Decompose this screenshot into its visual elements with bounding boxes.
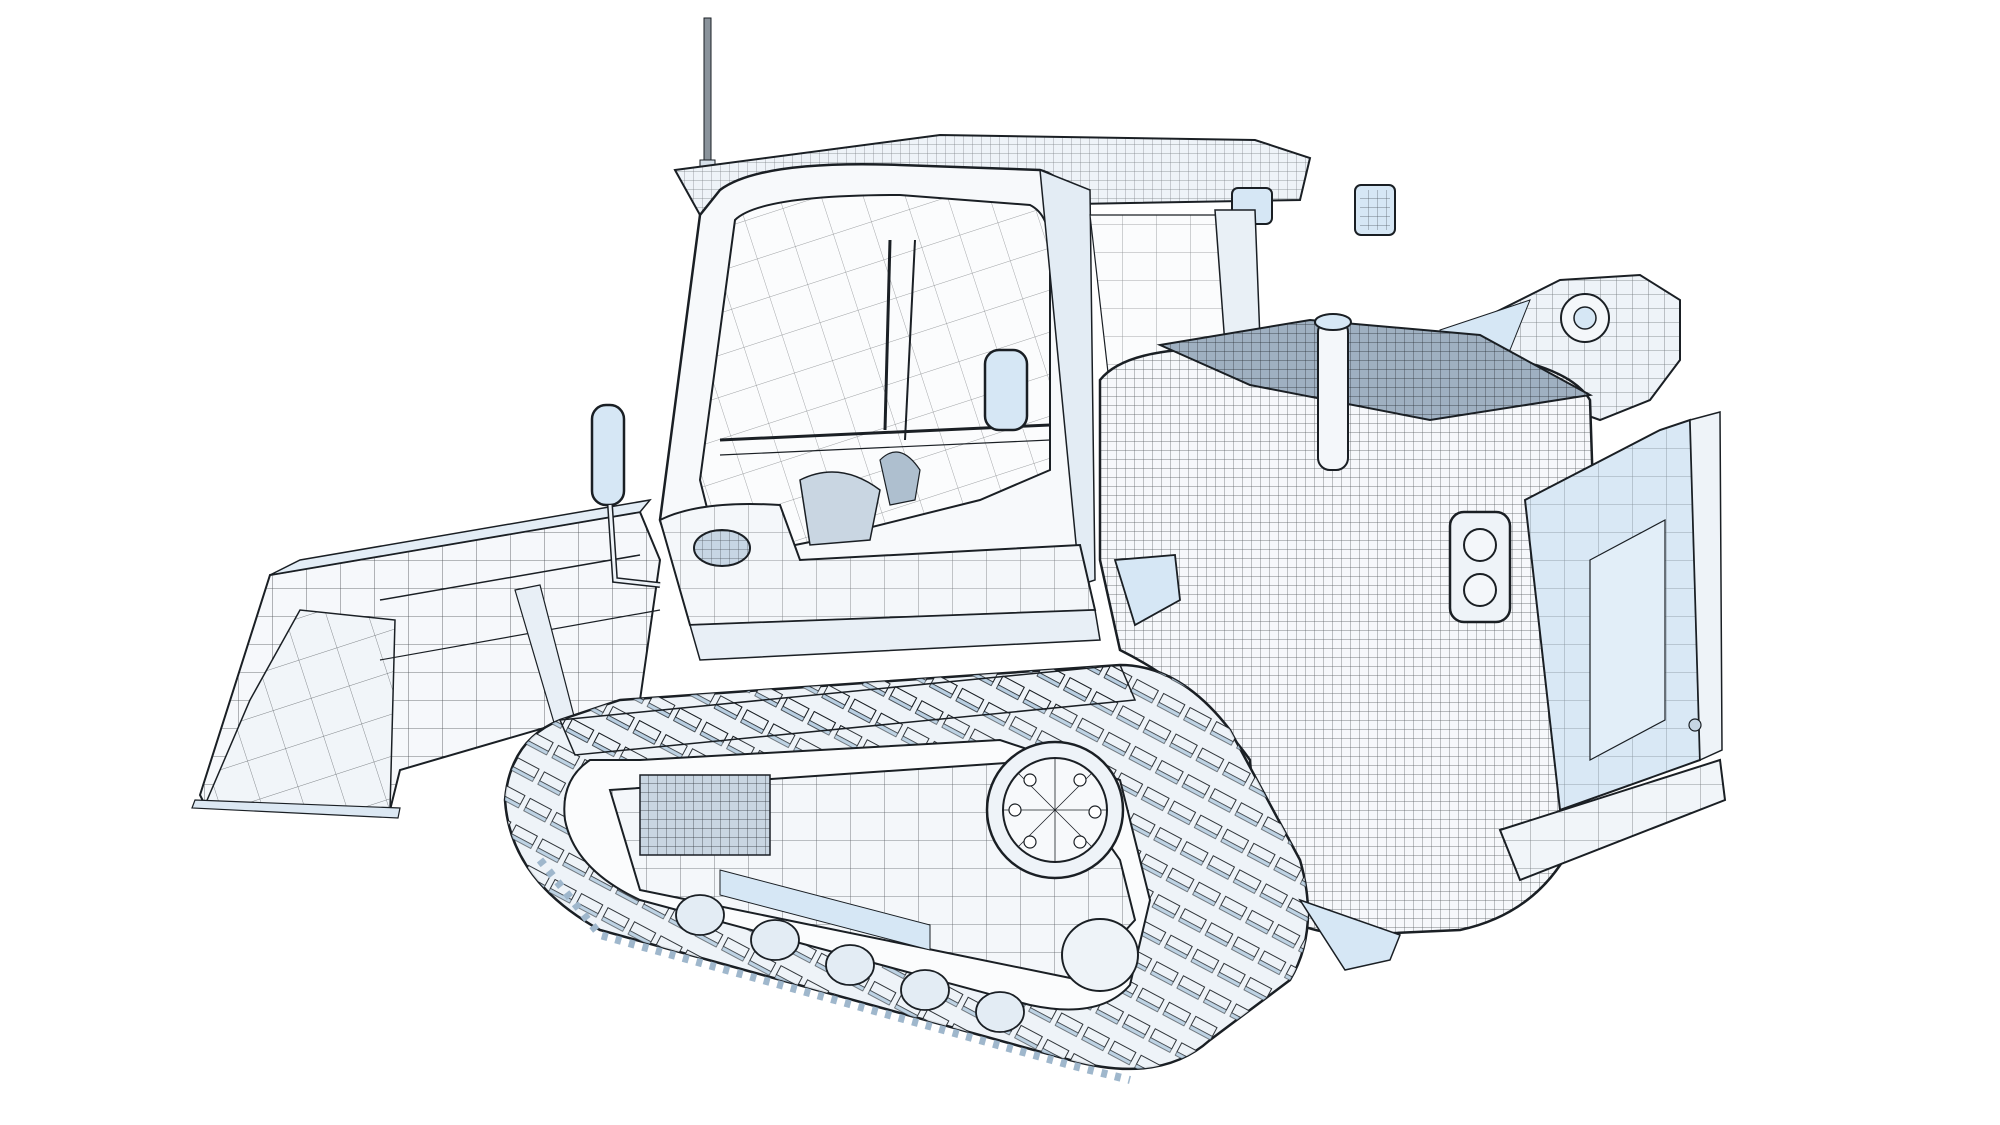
rear-underside	[1298, 898, 1401, 971]
track-assembly	[503, 663, 1310, 1084]
antenna	[699, 17, 716, 179]
engine-body	[1098, 313, 1602, 937]
mirror-left	[590, 403, 661, 588]
cab-lower-panel	[658, 503, 1101, 661]
mirror-right	[983, 348, 1029, 432]
track-rollers	[675, 894, 1139, 1033]
rear-door	[1448, 411, 1727, 882]
cab	[658, 163, 1261, 587]
bucket	[191, 498, 662, 819]
